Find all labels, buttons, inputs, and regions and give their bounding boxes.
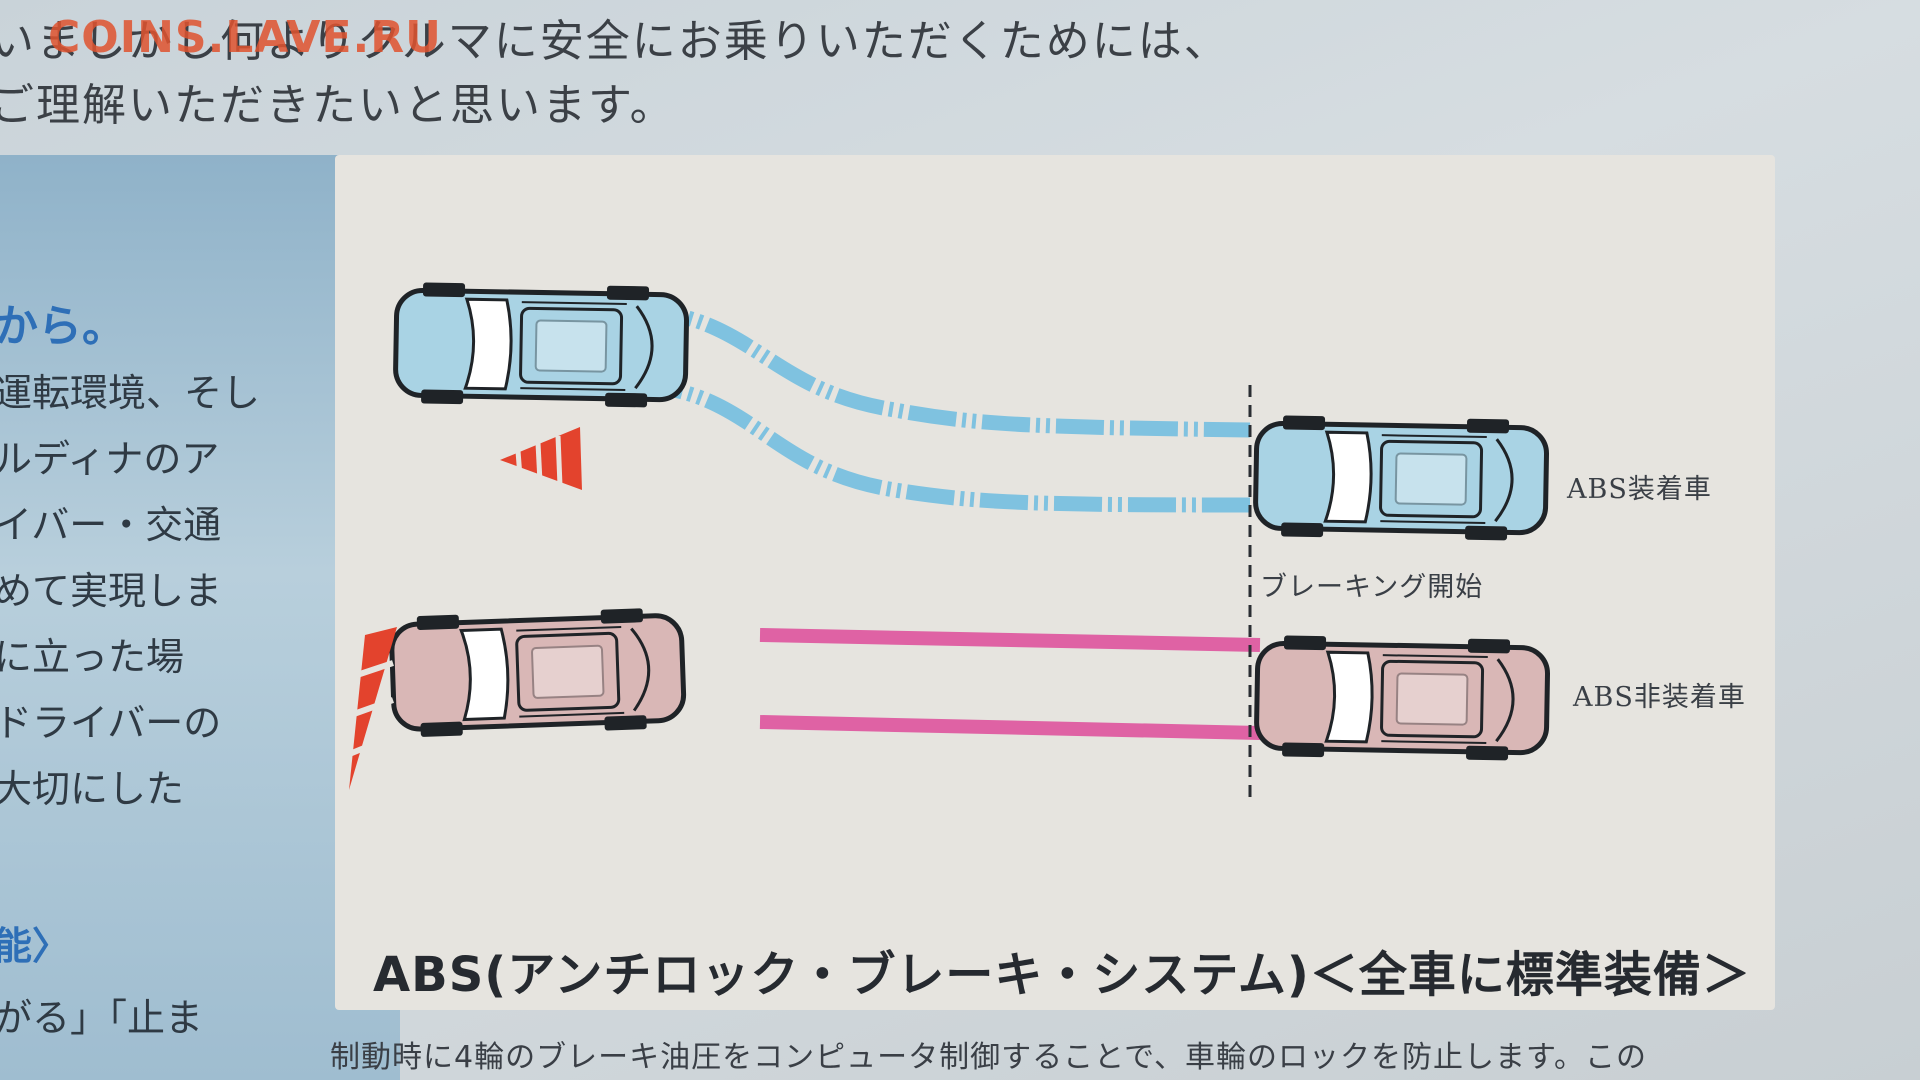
non-abs-track-lower <box>759 715 1261 740</box>
intro-line-1: いましかし何よりクルマに安全にお乗りいただくためには、 <box>0 16 1230 67</box>
left-line: めて実現しま <box>0 569 223 613</box>
abs-car-start-icon <box>395 282 687 408</box>
left-column-background <box>0 155 400 1080</box>
left-line: に立った場 <box>0 635 185 679</box>
traffic-cone-icon <box>500 427 582 490</box>
left-bottom-line: がる」「止ま <box>0 996 204 1040</box>
panel-title: ABS(アンチロック・ブレーキ・システム)＜全車に標準装備＞ <box>373 947 1751 1003</box>
left-subheading: 能〉 <box>0 924 71 968</box>
watermark: COINS.LAVE.RU <box>48 12 442 63</box>
left-line: イバー・交通 <box>0 503 222 547</box>
abs-diagram <box>345 155 1775 800</box>
abs-diagram-panel: ABS装着車 ブレーキング開始 ABS非装着車 ABS(アンチロック・ブレーキ・… <box>335 155 1775 1010</box>
traffic-cone-icon <box>345 627 397 790</box>
abs-car-stop-icon <box>1255 415 1547 541</box>
left-body-text: 運転環境、そし ルディナのア イバー・交通 めて実現しま に立った場 ドライバー… <box>0 360 374 822</box>
braking-start-label: ブレーキング開始 <box>1260 572 1484 603</box>
intro-line-2: ご理解いただきたいと思います。 <box>0 80 676 131</box>
left-line: ドライバーの <box>0 701 222 745</box>
abs-track-lower <box>634 377 1251 513</box>
non-abs-car-stop-icon <box>1256 635 1548 761</box>
left-line: 運転環境、そし <box>0 371 261 415</box>
intro-text: いましかし何よりクルマに安全にお乗りいただくためには、 ご理解いただきたいと思い… <box>0 10 1590 138</box>
non-abs-car-start-icon <box>391 607 685 738</box>
left-line: ルディナのア <box>0 437 220 481</box>
abs-not-equipped-label: ABS非装着車 <box>1573 682 1746 713</box>
left-heading: から。 <box>0 301 126 352</box>
left-line: 大切にした <box>0 767 185 811</box>
abs-track-upper <box>634 302 1251 438</box>
caption-text: 制動時に4輪のブレーキ油圧をコンピュータ制御することで、車輪のロックを防止します… <box>330 1040 1647 1075</box>
abs-equipped-label: ABS装着車 <box>1567 474 1712 505</box>
non-abs-track-upper <box>759 628 1261 652</box>
